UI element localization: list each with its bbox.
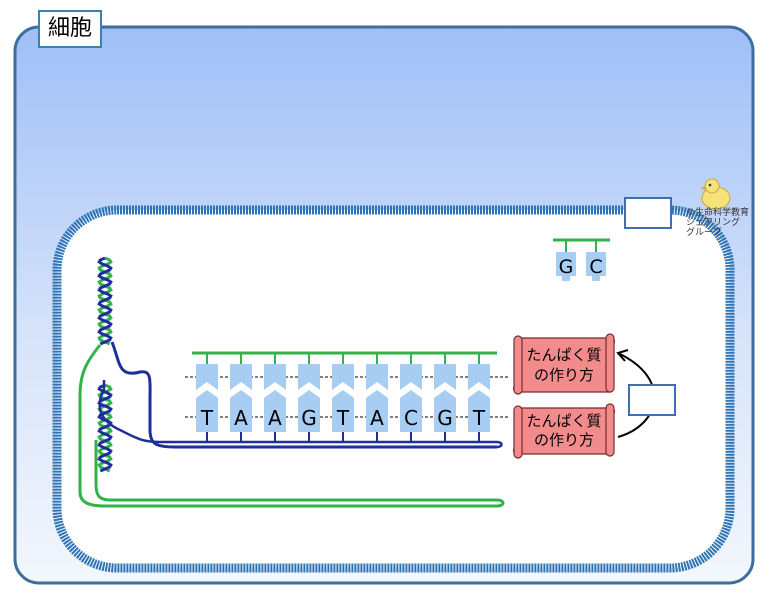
cell-title: 細胞 xyxy=(38,10,103,48)
credit-line: グループ xyxy=(686,228,722,238)
scroll-label-line1: たんぱく質 xyxy=(526,346,601,364)
free-base-c: C xyxy=(589,256,602,278)
chick-mascot xyxy=(700,178,731,210)
scroll-label-line1: たんぱく質 xyxy=(526,412,601,430)
base-letter: A xyxy=(268,406,282,430)
credit-line: シェアリング xyxy=(686,218,741,228)
blank-label-box-top xyxy=(624,197,672,229)
blank-label-box-right xyxy=(628,384,676,416)
nucleotide xyxy=(468,353,490,442)
free-nucleotide-g xyxy=(556,252,576,276)
base-letter: G xyxy=(301,406,317,430)
nucleotide xyxy=(400,353,422,442)
free-nucleotide-c xyxy=(586,252,606,276)
free-base-g: G xyxy=(559,256,574,278)
nucleotide xyxy=(434,353,456,442)
free-nucleotides: G C xyxy=(553,238,610,281)
base-letter: A xyxy=(234,406,248,430)
nucleotide xyxy=(264,353,286,442)
protein-recipe-scroll-upper: たんぱく質 の作り方 xyxy=(512,333,616,395)
dna-strand-loops xyxy=(78,341,505,508)
scroll-label-line2: の作り方 xyxy=(534,366,594,384)
credit-line: ©生命科学教育 xyxy=(686,208,750,218)
nucleotide-row xyxy=(196,353,490,442)
blue-strand-inner xyxy=(98,380,503,449)
green-strand xyxy=(78,344,505,508)
nucleotide xyxy=(196,353,218,442)
base-letter: T xyxy=(336,406,350,430)
scroll-label-line2: の作り方 xyxy=(534,431,594,449)
base-letter: A xyxy=(370,406,384,430)
nucleotide xyxy=(332,353,354,442)
base-letter: G xyxy=(437,406,453,430)
nucleotide xyxy=(298,353,320,442)
base-letter: T xyxy=(200,406,214,430)
protein-recipe-scroll-lower: たんぱく質 の作り方 xyxy=(512,403,616,459)
credit-text: ©生命科学教育 シェアリング グループ xyxy=(686,208,770,238)
blue-strand xyxy=(110,341,497,449)
dna-helix xyxy=(97,256,113,473)
nucleotide xyxy=(366,353,388,442)
nucleus-envelope xyxy=(52,205,735,573)
base-letter: T xyxy=(472,406,486,430)
nucleotide xyxy=(230,353,252,442)
base-letter: C xyxy=(404,406,418,430)
